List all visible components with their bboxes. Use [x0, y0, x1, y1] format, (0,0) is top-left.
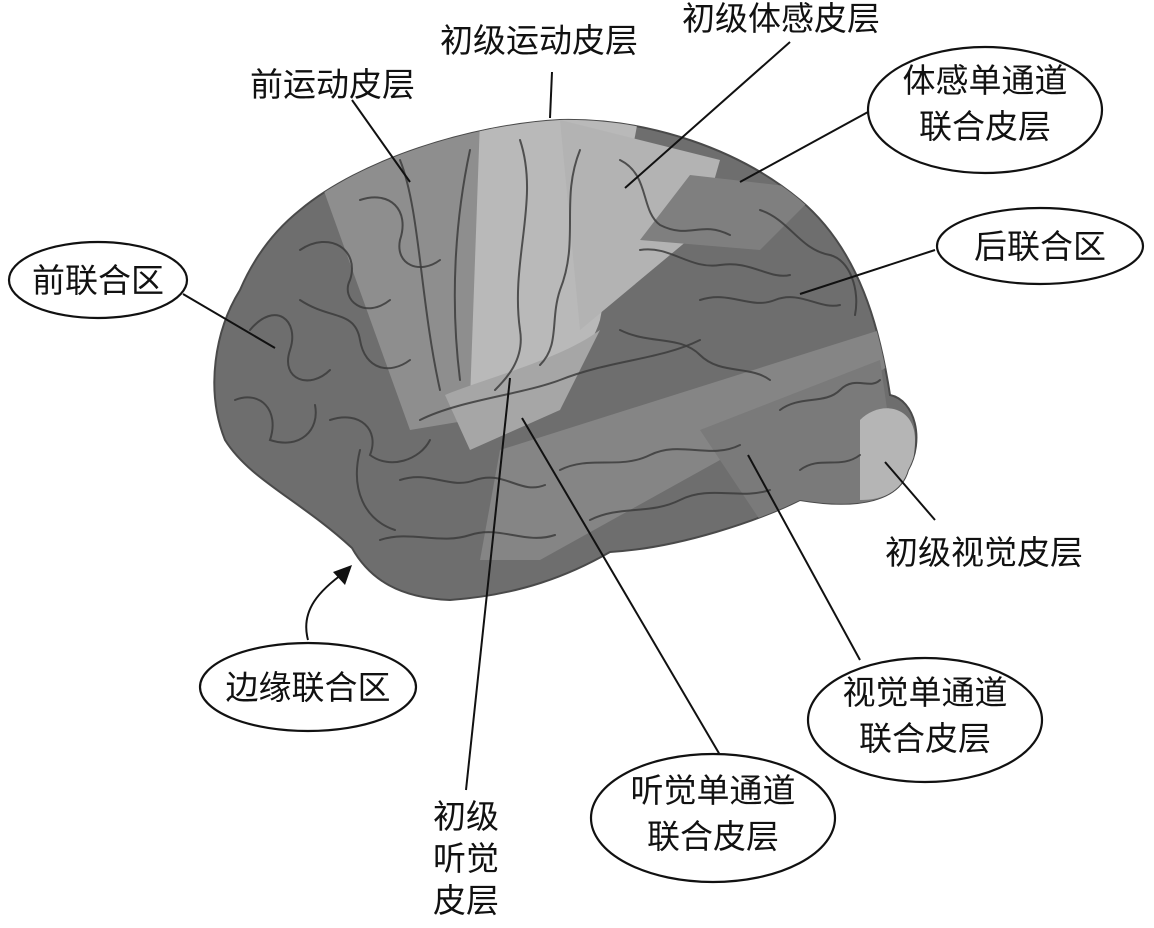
label-primary-motor: 初级运动皮层 — [440, 21, 638, 60]
region-primary-somatosensory — [560, 120, 720, 330]
leader-limbic — [305, 571, 346, 641]
label-primary-auditory-line2: 听觉 — [433, 839, 499, 878]
label-visual-unimodal-line2: 联合皮层 — [859, 719, 991, 758]
region-auditory-unimodal — [480, 330, 900, 560]
label-primary-auditory-line1: 初级 — [433, 797, 499, 836]
region-primary-visual — [860, 408, 915, 500]
label-primary-somatosensory: 初级体感皮层 — [682, 0, 880, 38]
label-limbic: 边缘联合区 — [226, 668, 391, 707]
region-visual-unimodal — [700, 360, 900, 520]
label-premotor: 前运动皮层 — [250, 65, 415, 104]
leader-primary-auditory — [465, 377, 511, 791]
label-auditory-unimodal-line2: 联合皮层 — [647, 817, 779, 856]
label-somato-unimodal-line2: 联合皮层 — [919, 107, 1051, 146]
leader-primary-motor — [549, 71, 553, 119]
label-primary-visual: 初级视觉皮层 — [885, 533, 1083, 572]
leader-prefrontal — [182, 293, 276, 349]
label-visual-unimodal-line1: 视觉单通道 — [843, 673, 1008, 712]
ellipse-somato-unimodal — [866, 45, 1104, 175]
label-primary-auditory-line3: 皮层 — [433, 881, 499, 920]
label-auditory-unimodal-line1: 听觉单通道 — [631, 771, 796, 810]
label-posterior: 后联合区 — [974, 227, 1106, 266]
leader-auditory-unimodal — [521, 417, 721, 756]
leader-primary-visual — [884, 461, 936, 521]
label-prefrontal: 前联合区 — [32, 261, 164, 300]
ellipse-prefrontal — [7, 240, 189, 320]
arrowhead-limbic — [333, 565, 352, 585]
ellipse-auditory-unimodal — [589, 752, 837, 884]
leader-visual-unimodal — [747, 454, 861, 661]
leader-premotor — [351, 99, 411, 183]
leader-primary-somatosensory — [624, 41, 791, 189]
leader-posterior — [799, 249, 936, 295]
ellipse-posterior — [935, 206, 1145, 286]
ellipse-limbic — [198, 641, 418, 733]
leader-somato-unimodal — [739, 111, 869, 183]
ellipse-visual-unimodal — [806, 656, 1044, 784]
label-somato-unimodal-line1: 体感单通道 — [903, 61, 1068, 100]
